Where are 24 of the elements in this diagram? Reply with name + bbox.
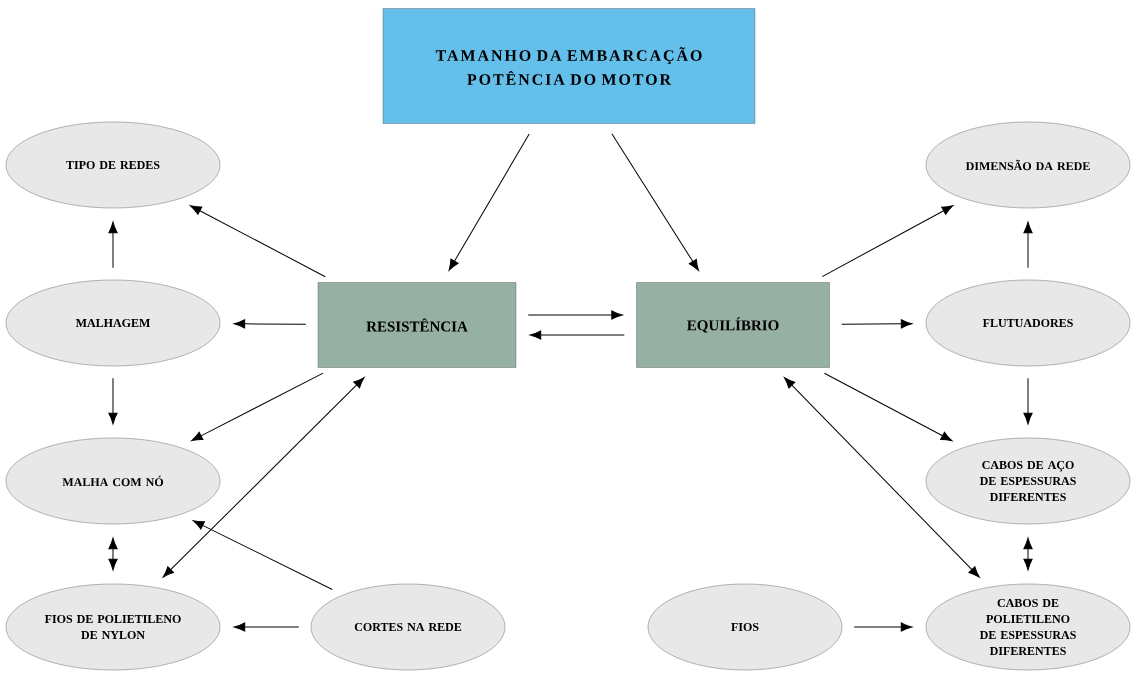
arrow	[108, 221, 118, 269]
arrow	[108, 537, 118, 571]
arrow	[233, 622, 300, 632]
arrow	[190, 205, 326, 278]
arrow	[784, 377, 980, 578]
arrow	[853, 622, 913, 632]
arrow	[611, 133, 699, 271]
arrow	[1023, 377, 1033, 425]
arrow	[162, 377, 365, 578]
process-box: EQUILÍBRIO	[636, 282, 830, 368]
arrow	[1023, 221, 1033, 269]
arrow	[448, 133, 530, 271]
arrow	[527, 310, 623, 320]
arrow	[192, 520, 333, 591]
arrow	[1023, 537, 1033, 571]
arrow	[529, 330, 625, 340]
arrow	[191, 372, 324, 442]
arrow	[233, 319, 307, 329]
factor-box: TAMANHO DA EMBARCAÇÃO POTÊNCIA DO MOTOR	[382, 8, 756, 124]
arrow	[108, 377, 118, 425]
arrow	[821, 205, 954, 278]
arrow	[823, 372, 953, 442]
process-box: RESISTÊNCIA	[317, 282, 517, 368]
arrow	[841, 319, 913, 329]
